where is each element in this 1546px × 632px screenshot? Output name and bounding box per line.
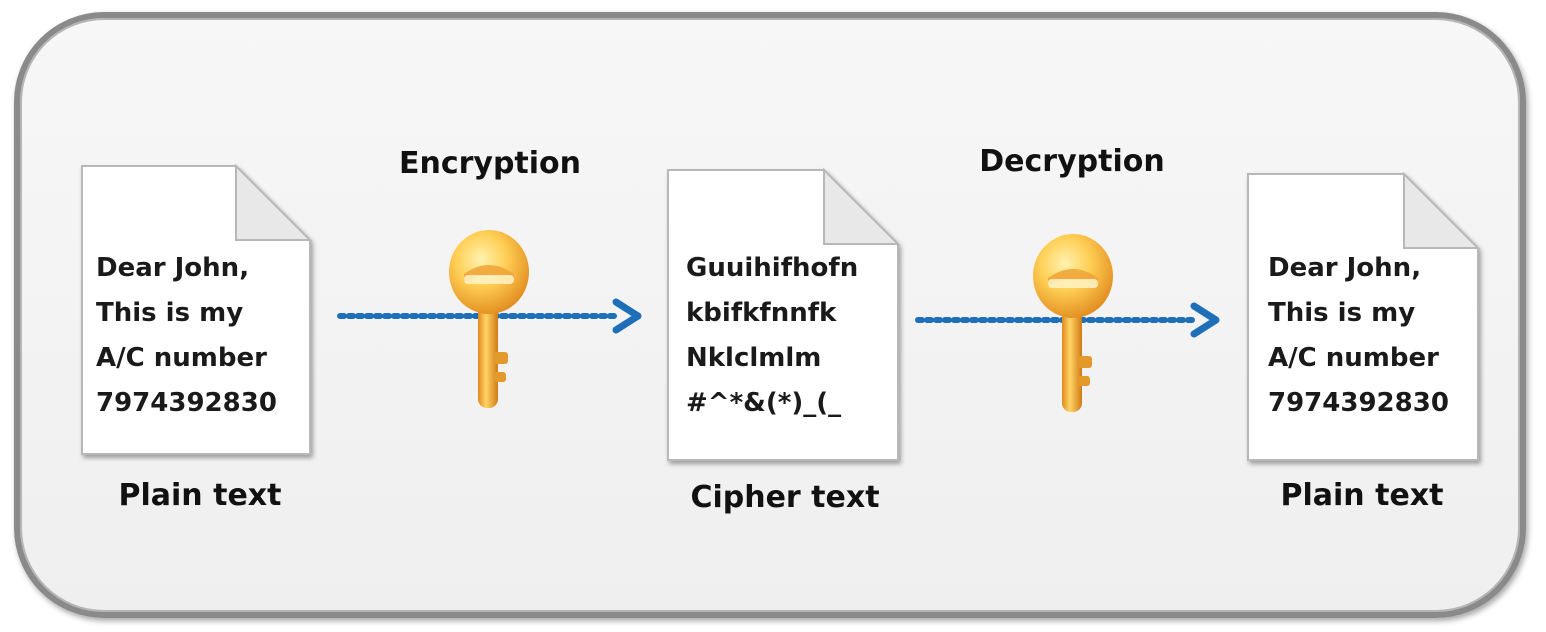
- document-line: Guuihifhofn: [686, 253, 859, 283]
- document-line: #^*&(*)_(_: [686, 388, 842, 418]
- caption-cipher-text: Cipher text: [690, 480, 880, 515]
- caption-plain-text-source: Plain text: [118, 478, 282, 513]
- document-line: A/C number: [1268, 343, 1439, 373]
- cipher-text-document: Guuihifhofn kbifkfnnfk Nklclmlm #^*&(*)_…: [664, 166, 904, 468]
- document-icon: [81, 163, 313, 455]
- caption-plain-text-result: Plain text: [1280, 478, 1444, 513]
- document-line: 7974392830: [96, 388, 277, 418]
- encryption-label: Encryption: [398, 146, 582, 181]
- document-line: A/C number: [96, 343, 267, 373]
- document-line: Dear John,: [96, 253, 250, 283]
- document-line: Nklclmlm: [686, 343, 822, 373]
- document-line: Dear John,: [1268, 253, 1422, 283]
- plain-text-document-source: Dear John, This is my A/C number 7974392…: [78, 162, 316, 462]
- document-line: This is my: [1268, 298, 1416, 328]
- document-icon: [1247, 171, 1481, 461]
- key-icon: [449, 230, 529, 408]
- document-line: kbifkfnnfk: [686, 298, 837, 328]
- dotted-arrow-icon: [915, 302, 1220, 338]
- plain-text-document-result: Dear John, This is my A/C number 7974392…: [1244, 170, 1484, 468]
- document-icon: [667, 167, 901, 461]
- decryption-label: Decryption: [979, 144, 1165, 179]
- document-line: This is my: [96, 298, 244, 328]
- document-line: 7974392830: [1268, 388, 1449, 418]
- key-icon: [1033, 234, 1113, 412]
